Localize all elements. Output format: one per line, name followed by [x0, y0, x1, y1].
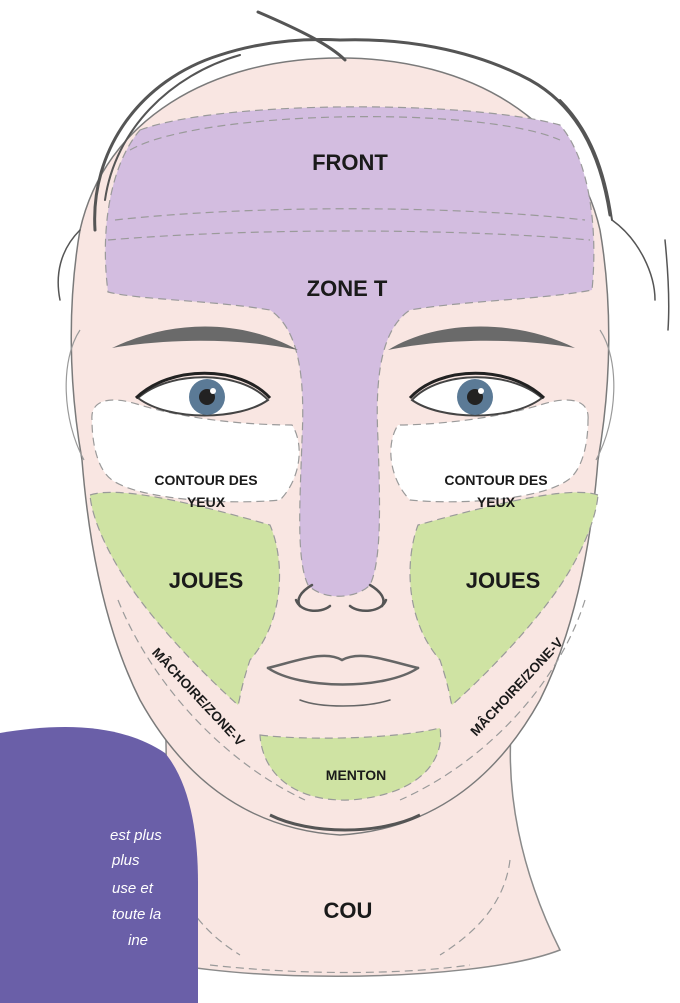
- label-contour-right-1: CONTOUR DES: [444, 472, 547, 488]
- label-zone-t: ZONE T: [307, 276, 388, 301]
- label-contour-left-2: YEUX: [187, 494, 226, 510]
- label-front: FRONT: [312, 150, 388, 175]
- label-contour-left-1: CONTOUR DES: [154, 472, 257, 488]
- label-menton: MENTON: [326, 767, 386, 783]
- label-joues-right: JOUES: [466, 568, 541, 593]
- label-joues-left: JOUES: [169, 568, 244, 593]
- label-contour-right-2: YEUX: [477, 494, 516, 510]
- label-cou: COU: [324, 898, 373, 923]
